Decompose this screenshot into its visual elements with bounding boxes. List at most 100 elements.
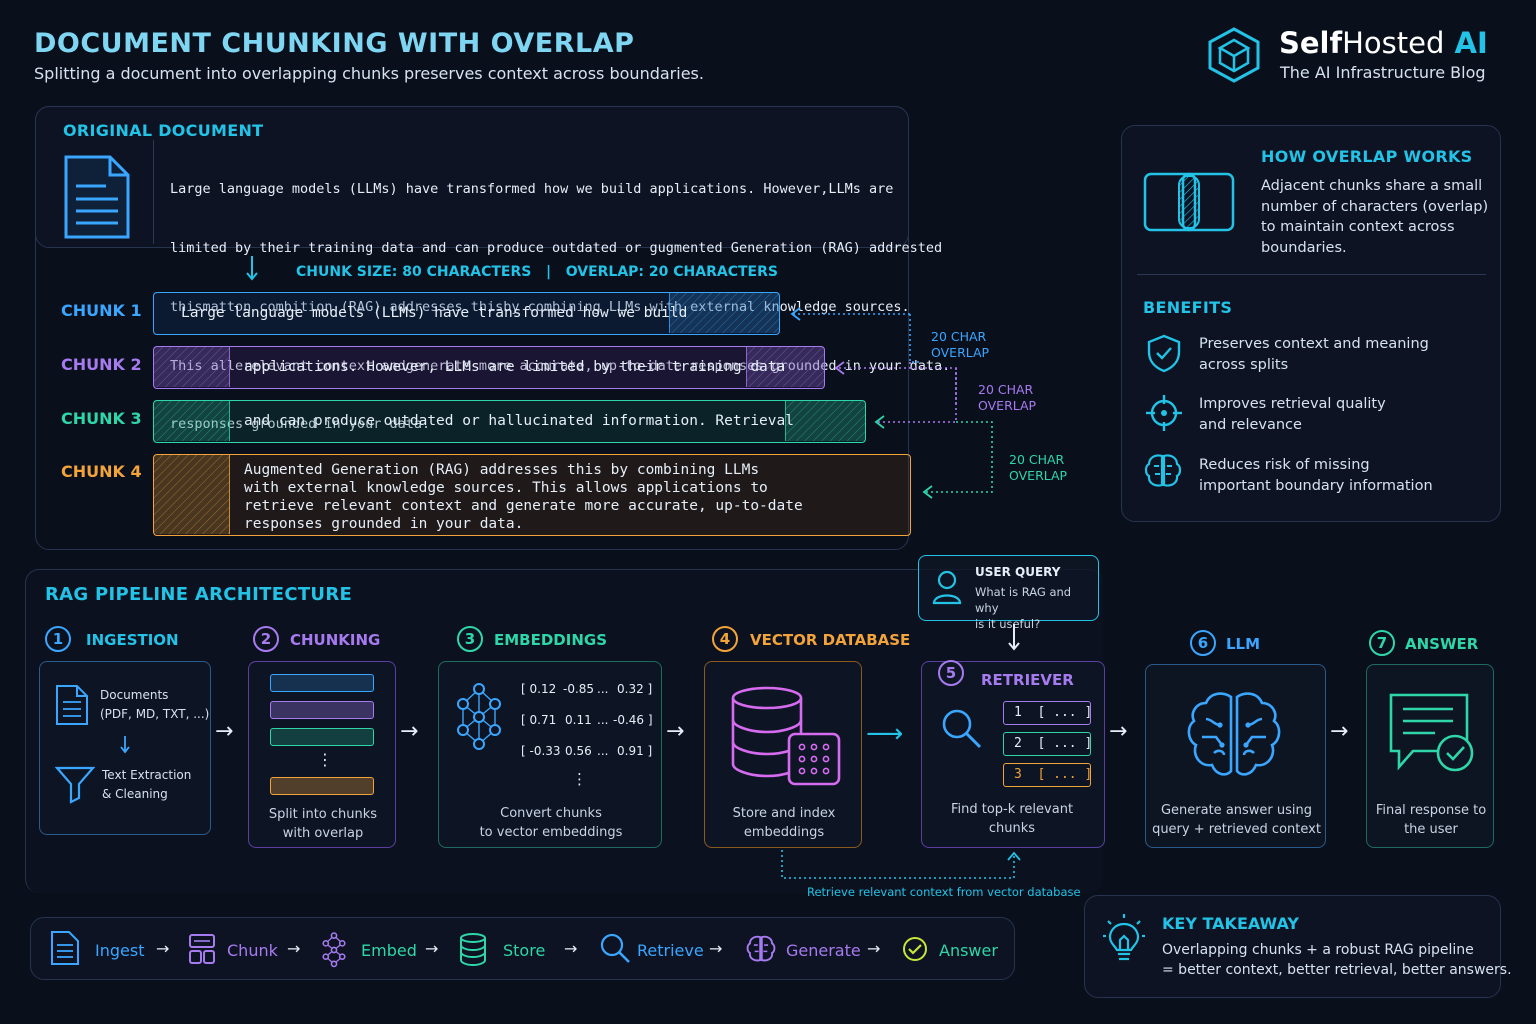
result-3: 3 [ ... ] xyxy=(1003,763,1092,787)
shield-check-icon xyxy=(1145,333,1183,377)
step-2-title: CHUNKING xyxy=(290,631,381,649)
chunking-dots: ⋮ xyxy=(317,750,333,769)
generate-icon xyxy=(746,935,776,962)
user-icon xyxy=(932,570,962,605)
pipeline-arrow-5: → xyxy=(1109,719,1128,744)
flow-arrow-5: → xyxy=(709,939,723,958)
ingestion-box: Documents(PDF, MD, TXT, ...) Text Extrac… xyxy=(39,661,211,835)
magnifier-icon xyxy=(942,709,982,749)
pipeline-title: RAG PIPELINE ARCHITECTURE xyxy=(45,584,353,605)
flow-arrow-3: → xyxy=(425,939,439,958)
how-divider xyxy=(1137,274,1486,275)
chunk-1-box: Large language models (LLMs) have transf… xyxy=(153,292,780,335)
step-4-number: 4 xyxy=(712,626,738,652)
chunk-icon xyxy=(189,934,215,964)
answer-chat-icon xyxy=(1389,693,1474,772)
brand-logo-icon xyxy=(1206,26,1262,88)
retrieve-loop xyxy=(781,850,1021,879)
key-takeaway-text: Overlapping chunks + a robust RAG pipeli… xyxy=(1162,942,1512,978)
pipeline-arrow-2: → xyxy=(400,719,419,744)
result-1: 1 [ ... ] xyxy=(1003,701,1092,725)
store-icon xyxy=(460,933,486,966)
key-takeaway-title: KEY TAKEAWAY xyxy=(1162,914,1299,933)
pipeline-arrow-4: ⟶ xyxy=(866,719,904,749)
chunk-bar-orange xyxy=(270,777,374,795)
chunk-4-text: Augmented Generation (RAG) addresses thi… xyxy=(244,462,803,532)
flow-retrieve: Retrieve xyxy=(637,941,704,960)
step-3-number: 3 xyxy=(457,626,483,652)
step-1-number: 1 xyxy=(45,626,71,652)
crosshair-icon xyxy=(1145,394,1183,436)
embedding-dots: ⋮ xyxy=(572,770,587,788)
database-icon xyxy=(731,686,841,786)
step-1-title: INGESTION xyxy=(86,631,179,649)
answer-check-icon xyxy=(903,937,927,961)
step-2-number: 2 xyxy=(253,626,279,652)
user-query-label: USER QUERY xyxy=(975,565,1061,579)
chunk-3-text: and can produce outdated or hallucinated… xyxy=(244,413,794,429)
flow-arrow-4: → xyxy=(564,939,578,958)
flow-answer: Answer xyxy=(939,941,998,960)
key-takeaway-panel xyxy=(1084,895,1501,998)
retrieve-icon xyxy=(600,933,630,963)
flow-arrow-1: → xyxy=(156,939,170,958)
brand-name: SelfHosted AI xyxy=(1279,26,1488,60)
chunk-1-label: CHUNK 1 xyxy=(61,301,142,320)
filter-icon xyxy=(55,766,95,804)
page-title: DOCUMENT CHUNKING WITH OVERLAP xyxy=(34,28,635,59)
chunking-panel xyxy=(35,106,909,550)
flow-generate: Generate xyxy=(786,941,861,960)
cleaning-text: Text Extraction& Cleaning xyxy=(102,768,192,801)
chunk-1-text: Large language models (LLMs) have transf… xyxy=(181,305,688,321)
chunk-2-box: applications. However, LLMs are limited … xyxy=(153,346,825,389)
query-arrow xyxy=(1008,624,1020,651)
network-icon xyxy=(457,683,501,750)
pipeline-arrow-1: → xyxy=(215,719,234,744)
chunk-bar-blue xyxy=(270,674,374,692)
document-divider xyxy=(153,140,154,244)
benefits-title: BENEFITS xyxy=(1143,298,1233,317)
step-5-number: 5 xyxy=(938,660,964,686)
chunk-config: CHUNK SIZE: 80 CHARACTERS | OVERLAP: 20 … xyxy=(296,264,778,280)
flow-strip xyxy=(30,917,1015,980)
retriever-box: 5 RETRIEVER 1 [ ... ] 2 [ ... ] 3 [ ... … xyxy=(921,660,1105,848)
chunk-2-text: applications. However, LLMs are limited … xyxy=(244,359,786,375)
llm-brain-icon xyxy=(1187,692,1281,776)
documents-icon xyxy=(56,685,88,725)
flow-arrow-6: → xyxy=(867,939,881,958)
pipeline-arrow-6: → xyxy=(1330,719,1349,744)
overlap-venn-icon xyxy=(1143,172,1235,236)
flow-store: Store xyxy=(503,941,546,960)
pipeline-arrow-3: → xyxy=(666,719,685,744)
step-3-title: EMBEDDINGS xyxy=(494,631,608,649)
chunk-3-label: CHUNK 3 xyxy=(61,409,142,428)
overlap-connectors xyxy=(790,307,993,499)
step-6-title: LLM xyxy=(1226,635,1261,653)
ingest-icon xyxy=(51,931,79,965)
chunk-3-box: and can produce outdated or hallucinated… xyxy=(153,400,866,443)
how-overlap-title: HOW OVERLAP WORKS xyxy=(1261,147,1473,166)
original-document-title: ORIGINAL DOCUMENT xyxy=(63,121,264,140)
embed-icon xyxy=(322,932,346,968)
brand-tagline: The AI Infrastructure Blog xyxy=(1280,63,1486,82)
documents-text: Documents(PDF, MD, TXT, ...) xyxy=(100,688,210,721)
ingestion-arrow xyxy=(120,736,130,754)
document-icon xyxy=(62,154,132,244)
result-2: 2 [ ... ] xyxy=(1003,732,1092,756)
page-subtitle: Splitting a document into overlapping ch… xyxy=(34,64,704,83)
